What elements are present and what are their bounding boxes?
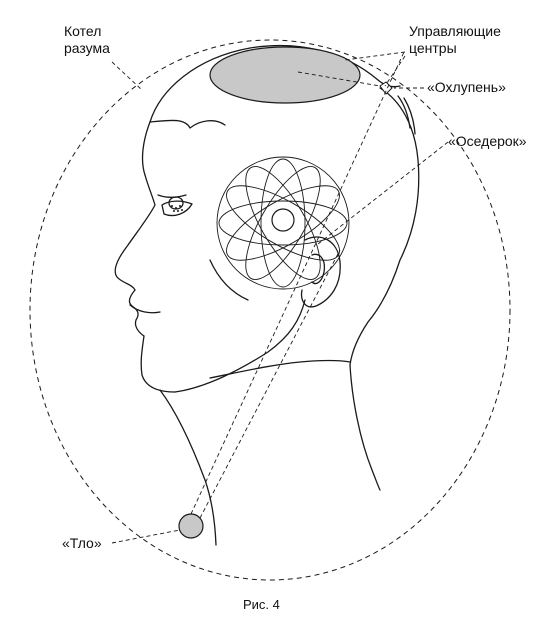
okhlupen-marker: [379, 81, 393, 95]
mind-cauldron-label-line1: Котел: [64, 23, 102, 39]
control-centers-label-line1: Управляющие: [409, 23, 501, 39]
oseredok-core: [271, 208, 295, 232]
head-profile: [114, 44, 420, 546]
okhlupen-label: «Охлупень»: [427, 79, 506, 95]
mind-cauldron-ellipse: [29, 39, 511, 581]
control-centers-label-line2: центры: [409, 40, 457, 56]
eye-iris: [171, 205, 183, 212]
oseredok-label: «Оседерок»: [448, 133, 527, 149]
control-center-ellipse: [209, 46, 361, 104]
figure-caption: Рис. 4: [243, 597, 280, 612]
oseredok-rosette: [216, 156, 350, 290]
leader-lines: [111, 51, 449, 544]
tlo-ball: [178, 513, 204, 539]
mind-cauldron-label-line2: разума: [64, 40, 110, 56]
tlo-label: «Тло»: [62, 535, 102, 551]
